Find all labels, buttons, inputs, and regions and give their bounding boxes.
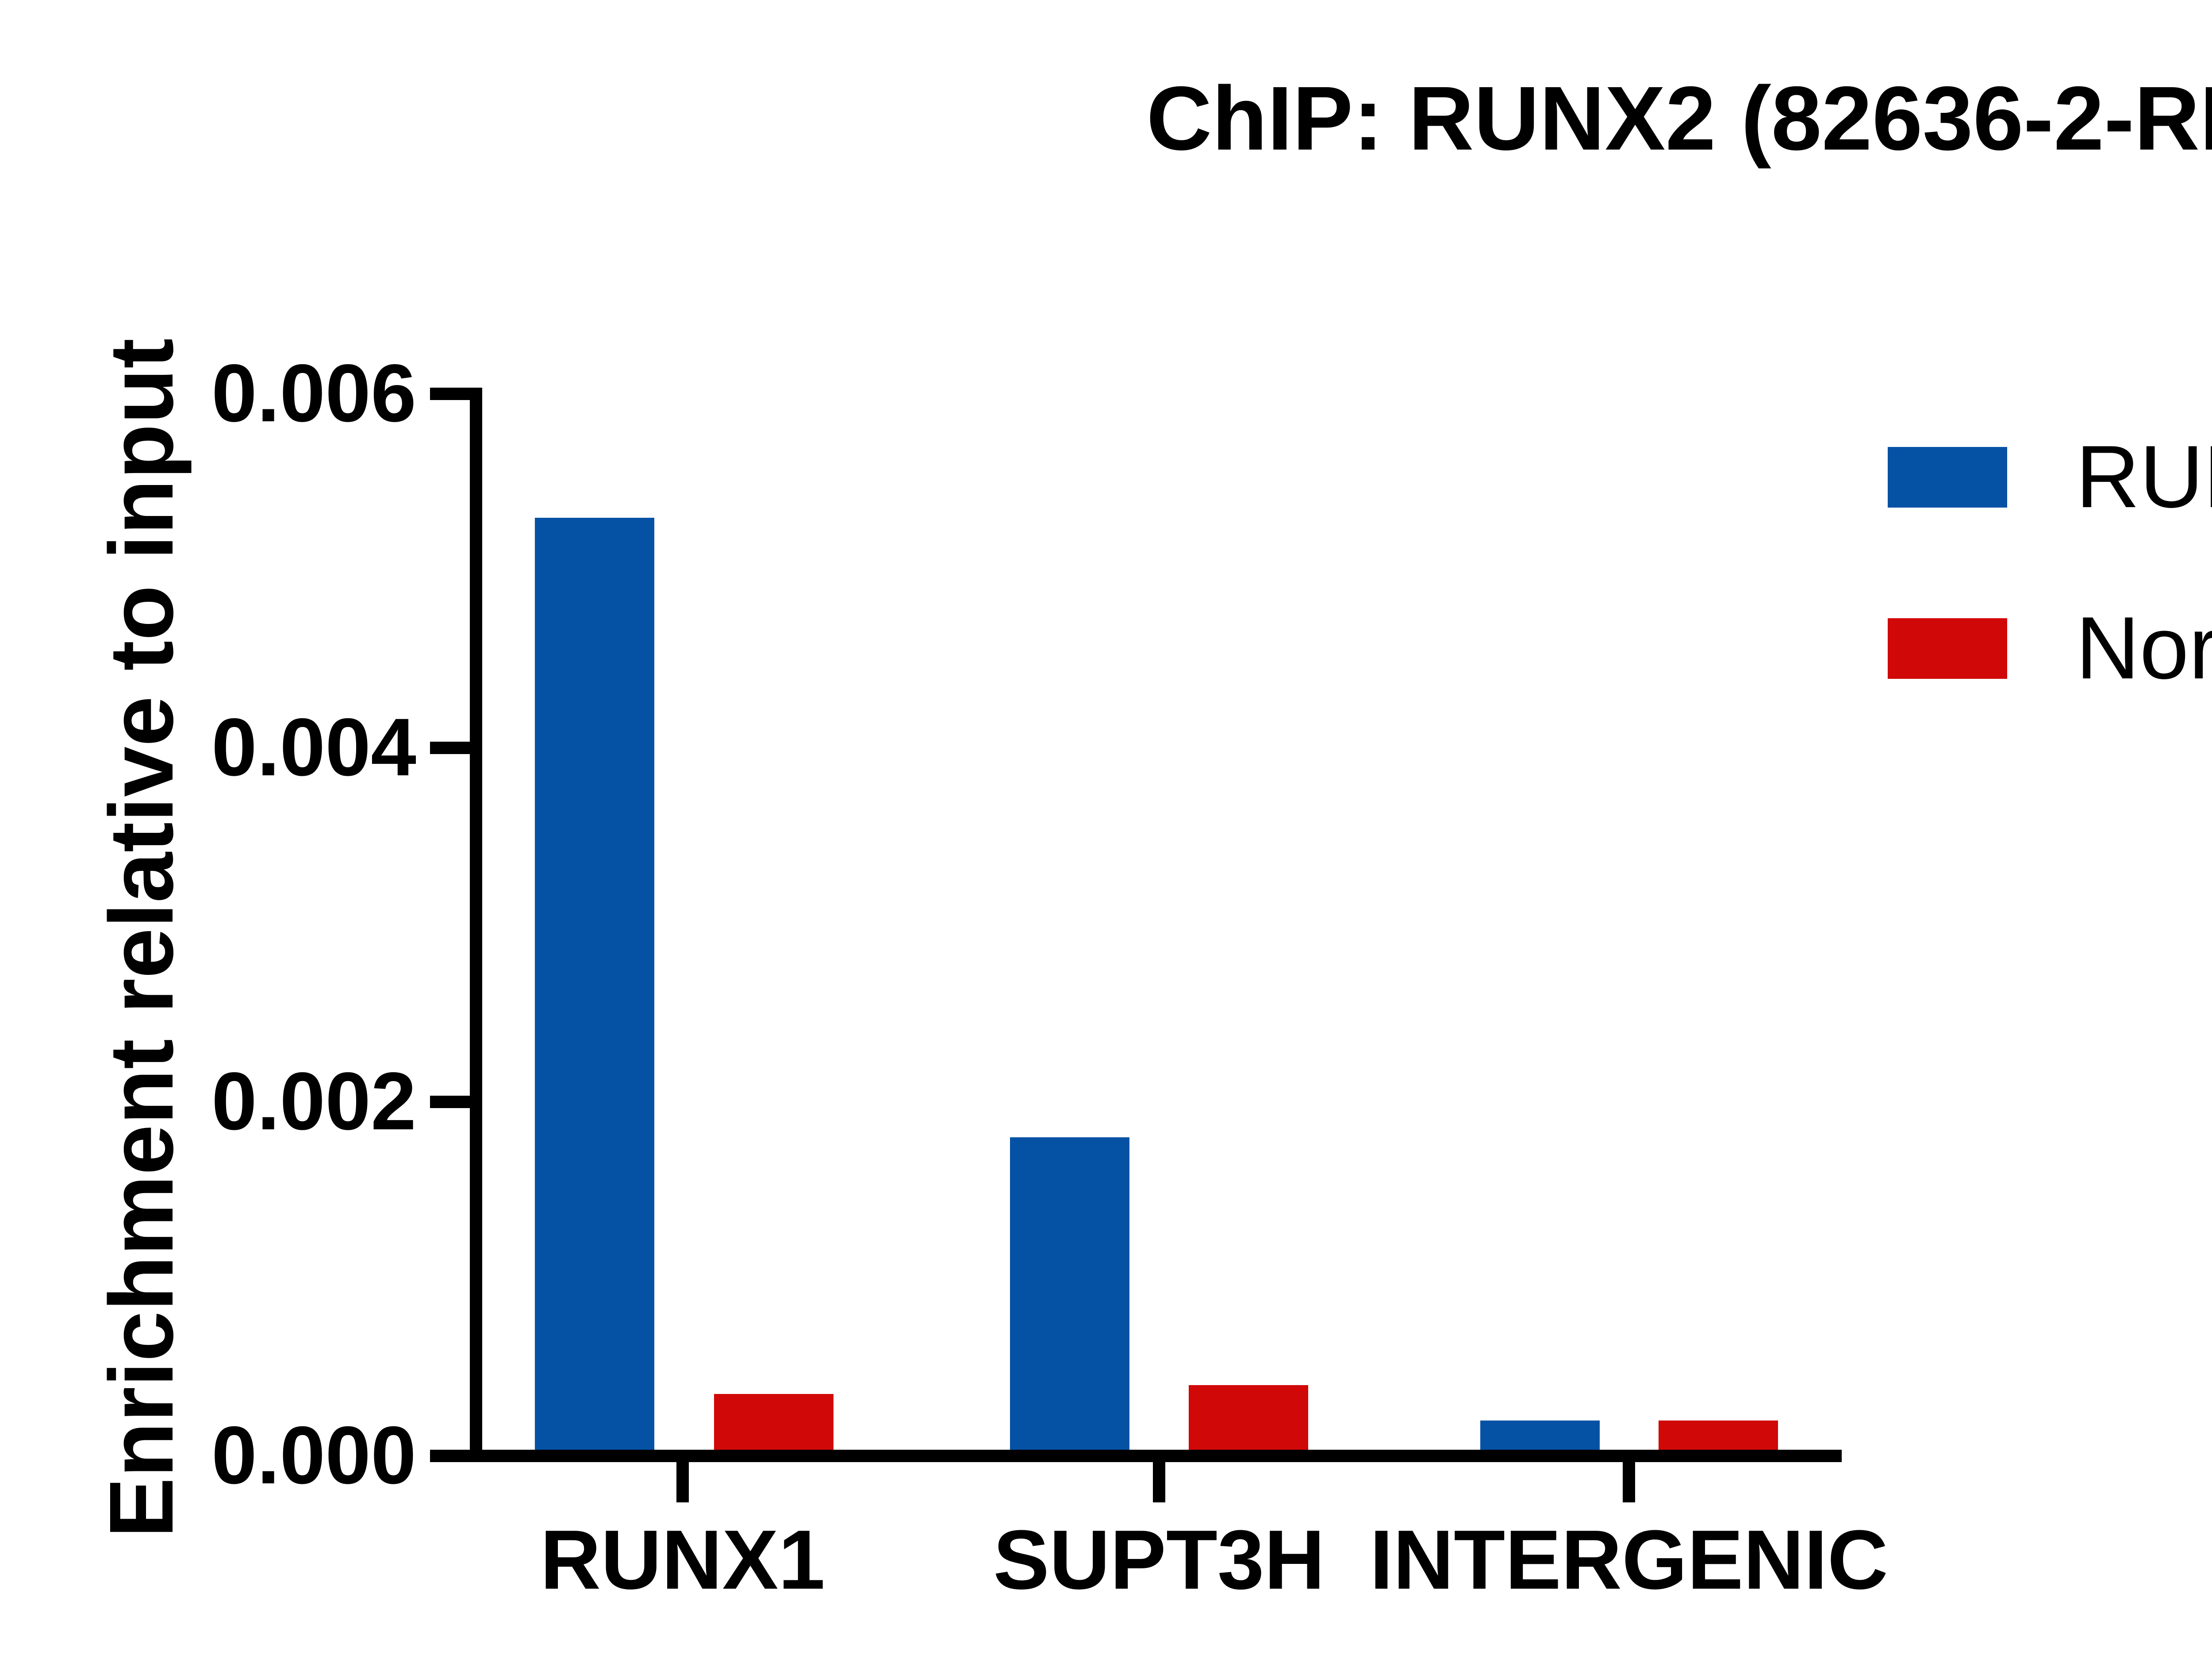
x-tick-mark-1 <box>1153 1462 1165 1502</box>
y-axis-line <box>470 388 482 1462</box>
legend-label-igg: Normal Rabbit IgG (98136-1-RR) <box>2076 599 2212 697</box>
legend-item-igg: Normal Rabbit IgG (98136-1-RR) <box>1888 604 2212 693</box>
legend: RUNX2 (82636-2-RR) Normal Rabbit IgG (98… <box>1888 433 2212 693</box>
legend-swatch-runx2-icon <box>1888 447 2007 508</box>
y-tick-label-2: 0.004 <box>211 702 416 793</box>
bar-supt3h-series1 <box>1189 1385 1308 1456</box>
bar-runx1-series1 <box>714 1394 833 1456</box>
x-category-label-intergenic: INTERGENIC <box>1370 1513 1888 1607</box>
y-tick-label-1: 0.002 <box>211 1056 416 1147</box>
bar-supt3h-series0 <box>1010 1137 1129 1456</box>
x-tick-mark-2 <box>1623 1462 1635 1502</box>
x-category-label-runx1: RUNX1 <box>540 1513 825 1607</box>
x-tick-mark-0 <box>676 1462 689 1502</box>
legend-swatch-igg-icon <box>1888 618 2007 679</box>
chart-title: ChIP: RUNX2 (82636-2-RR) <box>1146 68 2212 169</box>
y-tick-label-0: 0.000 <box>211 1410 416 1501</box>
x-axis-line <box>430 1450 1842 1462</box>
y-tick-label-3: 0.006 <box>211 348 416 439</box>
x-category-label-supt3h: SUPT3H <box>993 1513 1325 1607</box>
legend-item-runx2: RUNX2 (82636-2-RR) <box>1888 433 2212 521</box>
bar-runx1-series0 <box>535 518 654 1456</box>
legend-label-runx2: RUNX2 (82636-2-RR) <box>2076 427 2212 526</box>
